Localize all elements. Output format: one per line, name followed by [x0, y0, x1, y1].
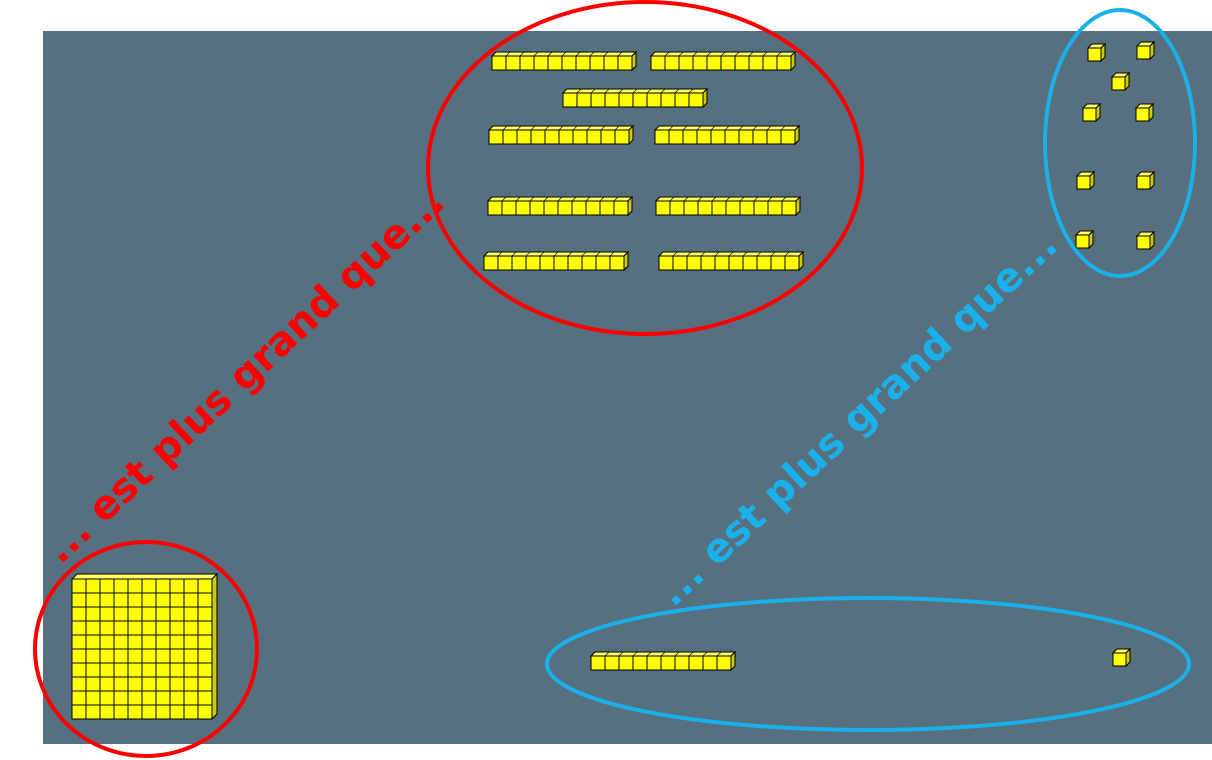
blue-ellipse-unit-cubes: [1043, 8, 1197, 278]
ten-rods: [482, 50, 805, 272]
ten-rod-block: [487, 124, 635, 146]
ten-rod-block: [589, 650, 737, 672]
ten-rod-block: [490, 50, 638, 72]
unit-cube-block: [1111, 647, 1132, 668]
blocks-layer: [70, 40, 1156, 721]
unit-cube-block: [1086, 42, 1107, 63]
ten-rod-block: [561, 87, 709, 109]
red-ellipse-ten-rods: [426, 0, 864, 336]
unit-cube-block: [1135, 170, 1156, 191]
unit-cube-block: [1135, 40, 1156, 61]
unit-cube-block: [1081, 102, 1102, 123]
unit-cubes: [1074, 40, 1156, 251]
unit-cube-block: [1075, 170, 1096, 191]
ten-rod-block: [486, 195, 634, 217]
red-ellipse-hundred: [33, 540, 259, 758]
ten-rod-block: [654, 195, 802, 217]
ten-rod-block: [482, 250, 630, 272]
unit-cube-block: [1110, 71, 1131, 92]
hundred-block: [70, 572, 219, 721]
slate-background: [43, 31, 1212, 744]
ten-rod-block: [649, 50, 797, 72]
ten-rod-block: [653, 124, 801, 146]
unit-cube-block: [1134, 102, 1155, 123]
ten-rod-block: [657, 250, 805, 272]
blue-ellipse-rod-and-cube: [545, 596, 1191, 732]
rod-and-cube: [589, 647, 1132, 672]
hundred-flat-block: [70, 572, 219, 721]
unit-cube-block: [1135, 230, 1156, 251]
unit-cube-block: [1074, 229, 1095, 250]
